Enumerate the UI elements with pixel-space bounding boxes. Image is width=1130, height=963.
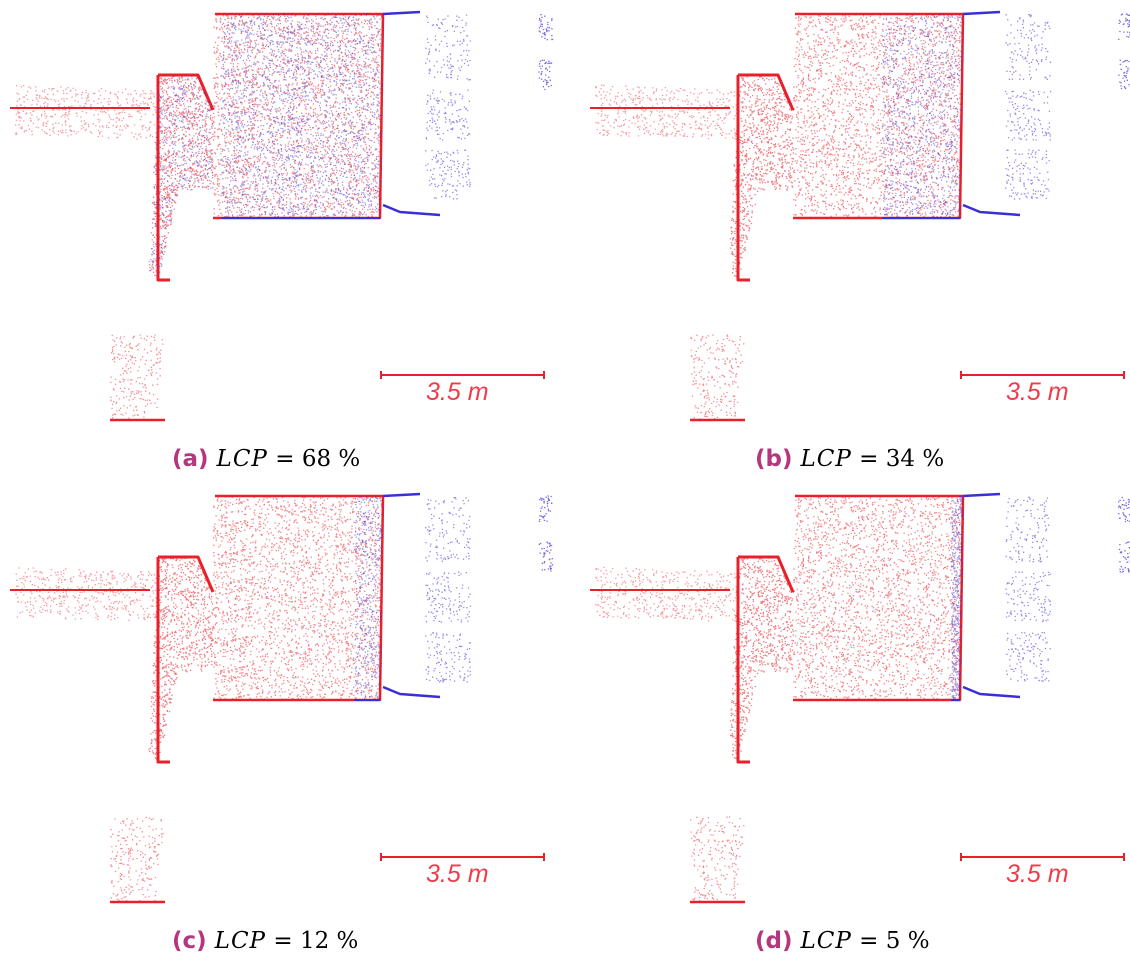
scale-bar-label: 3.5 m	[426, 860, 489, 888]
panel-c: 3.5 m (c) LCP = 12 %	[0, 482, 565, 963]
lcp-variable: LCP	[216, 446, 268, 472]
panel-tag: (a)	[172, 446, 209, 472]
equals-sign: =	[859, 446, 879, 472]
scale-bar-label: 3.5 m	[1006, 860, 1069, 888]
target-point-cloud	[148, 10, 554, 274]
panel-tag: (b)	[755, 446, 793, 472]
panel-caption: (c) LCP = 12 %	[172, 928, 358, 954]
scale-bar	[960, 853, 1125, 861]
scale-bar-label: 3.5 m	[1006, 378, 1069, 406]
lcp-variable: LCP	[800, 928, 852, 954]
equals-sign: =	[859, 928, 879, 954]
point-cloud-map	[10, 10, 554, 422]
panel-caption: (d) LCP = 5 %	[755, 928, 930, 954]
point-cloud-map	[10, 492, 554, 904]
point-cloud-map	[590, 492, 1130, 904]
lcp-value: 12 %	[299, 928, 359, 954]
target-point-cloud	[882, 10, 1130, 219]
lcp-value: 34 %	[885, 446, 945, 472]
panel-tag: (d)	[755, 928, 793, 954]
lcp-variable: LCP	[214, 928, 267, 954]
panel-b: 3.5 m (b) LCP = 34 %	[580, 0, 1130, 481]
scale-bar-label: 3.5 m	[426, 378, 489, 406]
panel-caption: (b) LCP = 34 %	[755, 446, 944, 472]
panel-a: 3.5 m (a) LCP = 68 %	[0, 0, 565, 481]
scale-bar	[380, 853, 545, 861]
lcp-value: 5 %	[885, 928, 930, 954]
scale-bar	[380, 371, 545, 379]
panel-tag: (c)	[172, 928, 207, 954]
panel-caption: (a) LCP = 68 %	[172, 446, 360, 472]
equals-sign: =	[273, 928, 293, 954]
source-point-cloud	[10, 12, 385, 422]
source-point-cloud	[10, 494, 385, 904]
target-point-cloud	[354, 492, 554, 701]
point-cloud-map	[590, 10, 1130, 422]
source-point-cloud	[590, 494, 965, 904]
target-point-cloud	[951, 492, 1130, 701]
equals-sign: =	[275, 446, 295, 472]
panel-d: 3.5 m (d) LCP = 5 %	[580, 482, 1130, 963]
source-point-cloud	[590, 12, 965, 422]
scale-bar	[960, 371, 1125, 379]
lcp-variable: LCP	[800, 446, 852, 472]
lcp-value: 68 %	[301, 446, 361, 472]
